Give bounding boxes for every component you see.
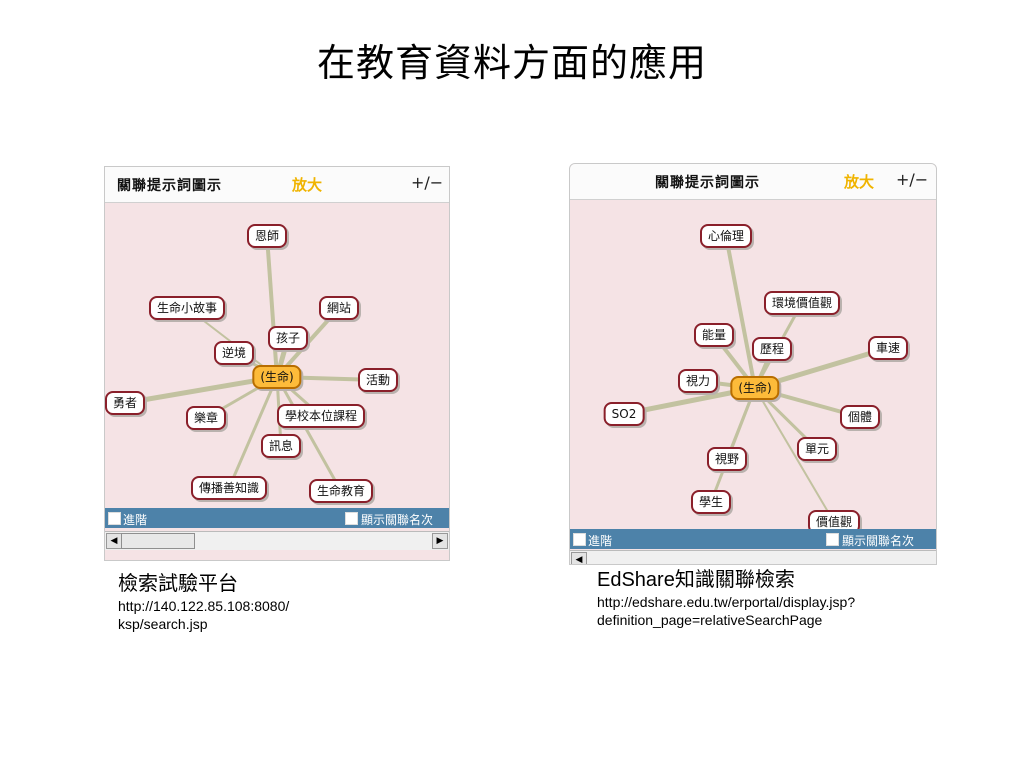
show-rank-label: 顯示關聯名次 (842, 534, 915, 548)
show-rank-checkbox[interactable] (826, 533, 839, 546)
scroll-left-icon[interactable]: ◀ (571, 552, 587, 564)
horizontal-scrollbar[interactable]: ◀ ▶ (105, 531, 449, 550)
edge-恩師 (265, 234, 279, 379)
caption-1: 檢索試驗平台 http://140.122.85.108:8080/ ksp/s… (118, 571, 289, 633)
advanced-checkbox[interactable] (573, 533, 586, 546)
caption-url: ksp/search.jsp (118, 616, 208, 632)
keyword-graph: (生命) 心倫理 環境價值觀 能量 歷程 車速 視力 SO2 個體 單元 視野 … (570, 200, 936, 534)
scroll-left-icon[interactable]: ◀ (106, 533, 122, 549)
graph-node[interactable]: 視野 (706, 447, 748, 471)
graph-node[interactable]: 訊息 (260, 434, 302, 458)
zoom-in-button[interactable]: 放大 (844, 173, 875, 191)
caption-url: http://140.122.85.108:8080/ (118, 598, 290, 614)
caption-2: EdShare知識關聯檢索 http://edshare.edu.tw/erpo… (597, 567, 855, 629)
show-rank-label: 顯示關聯名次 (361, 513, 434, 527)
panel-title: 關聯提示詞圖示 (117, 178, 222, 194)
keyword-graph: (生命) 恩師 生命小故事 網站 孩子 逆境 活動 勇者 樂章 學校本位課程 訊… (105, 203, 449, 507)
graph-toolbar: 進階 顯示關聯名次 (570, 529, 936, 549)
graph-node[interactable]: 孩子 (267, 326, 309, 350)
graph-node[interactable]: 學生 (690, 490, 732, 514)
graph-node[interactable]: 網站 (318, 296, 360, 320)
graph-node[interactable]: SO2 (603, 402, 645, 426)
graph-center-node[interactable]: (生命) (730, 376, 780, 400)
show-rank-checkbox[interactable] (345, 512, 358, 525)
graph-node[interactable]: 單元 (796, 437, 838, 461)
panel-title: 關聯提示詞圖示 (655, 175, 760, 191)
edge-勇者 (122, 374, 280, 406)
graph-node[interactable]: 心倫理 (699, 224, 753, 248)
scroll-right-icon[interactable]: ▶ (432, 533, 448, 549)
graph-node[interactable]: 恩師 (246, 224, 288, 248)
edge-價值觀 (754, 387, 835, 523)
caption-title: EdShare知識關聯檢索 (597, 569, 795, 591)
edge-傳播善知識 (227, 375, 279, 490)
graph-node[interactable]: 環境價值觀 (763, 291, 841, 315)
keyword-graph-panel-1: 關聯提示詞圖示 放大 +/− (生命) 恩師 生命小故事 網站 孩子 (104, 166, 450, 561)
advanced-checkbox[interactable] (108, 512, 121, 525)
graph-node[interactable]: 車速 (867, 336, 909, 360)
edge-心倫理 (724, 234, 757, 390)
graph-node[interactable]: 活動 (357, 368, 399, 392)
edge-學生 (709, 386, 757, 504)
advanced-label: 進階 (123, 513, 148, 527)
keyword-graph-panel-2: 關聯提示詞圖示 放大 +/− (生命) 心倫理 環境價值觀 能量 歷 (569, 163, 937, 565)
graph-node[interactable]: 勇者 (105, 391, 146, 415)
horizontal-scrollbar[interactable]: ◀ (570, 550, 936, 564)
zoom-toggle-button[interactable]: +/− (896, 170, 929, 189)
graph-node[interactable]: 傳播善知識 (190, 476, 268, 500)
graph-node[interactable]: 歷程 (751, 337, 793, 361)
caption-url: http://edshare.edu.tw/erportal/display.j… (597, 594, 856, 610)
scroll-thumb[interactable] (121, 533, 195, 549)
graph-toolbar: 進階 顯示關聯名次 (105, 508, 449, 528)
panel-header: 關聯提示詞圖示 放大 +/− (570, 164, 936, 200)
graph-node[interactable]: 樂章 (185, 406, 227, 430)
advanced-label: 進階 (588, 534, 613, 548)
graph-node[interactable]: 生命小故事 (148, 296, 226, 320)
panel-header: 關聯提示詞圖示 放大 +/− (105, 167, 449, 203)
caption-url: definition_page=relativeSearchPage (597, 612, 823, 628)
slide-title: 在教育資料方面的應用 (316, 41, 707, 85)
edge-生命教育 (275, 375, 343, 493)
graph-node[interactable]: 逆境 (213, 341, 255, 365)
zoom-in-button[interactable]: 放大 (292, 176, 323, 194)
graph-node[interactable]: 生命教育 (308, 479, 374, 503)
caption-title: 檢索試驗平台 (118, 573, 238, 595)
graph-node[interactable]: 能量 (693, 323, 735, 347)
graph-node[interactable]: 視力 (677, 369, 719, 393)
graph-edges (621, 234, 891, 523)
graph-edges (122, 234, 380, 493)
graph-node[interactable]: 個體 (839, 405, 881, 429)
zoom-toggle-button[interactable]: +/− (411, 173, 444, 192)
graph-center-node[interactable]: (生命) (252, 365, 302, 389)
graph-node[interactable]: 學校本位課程 (276, 404, 366, 428)
